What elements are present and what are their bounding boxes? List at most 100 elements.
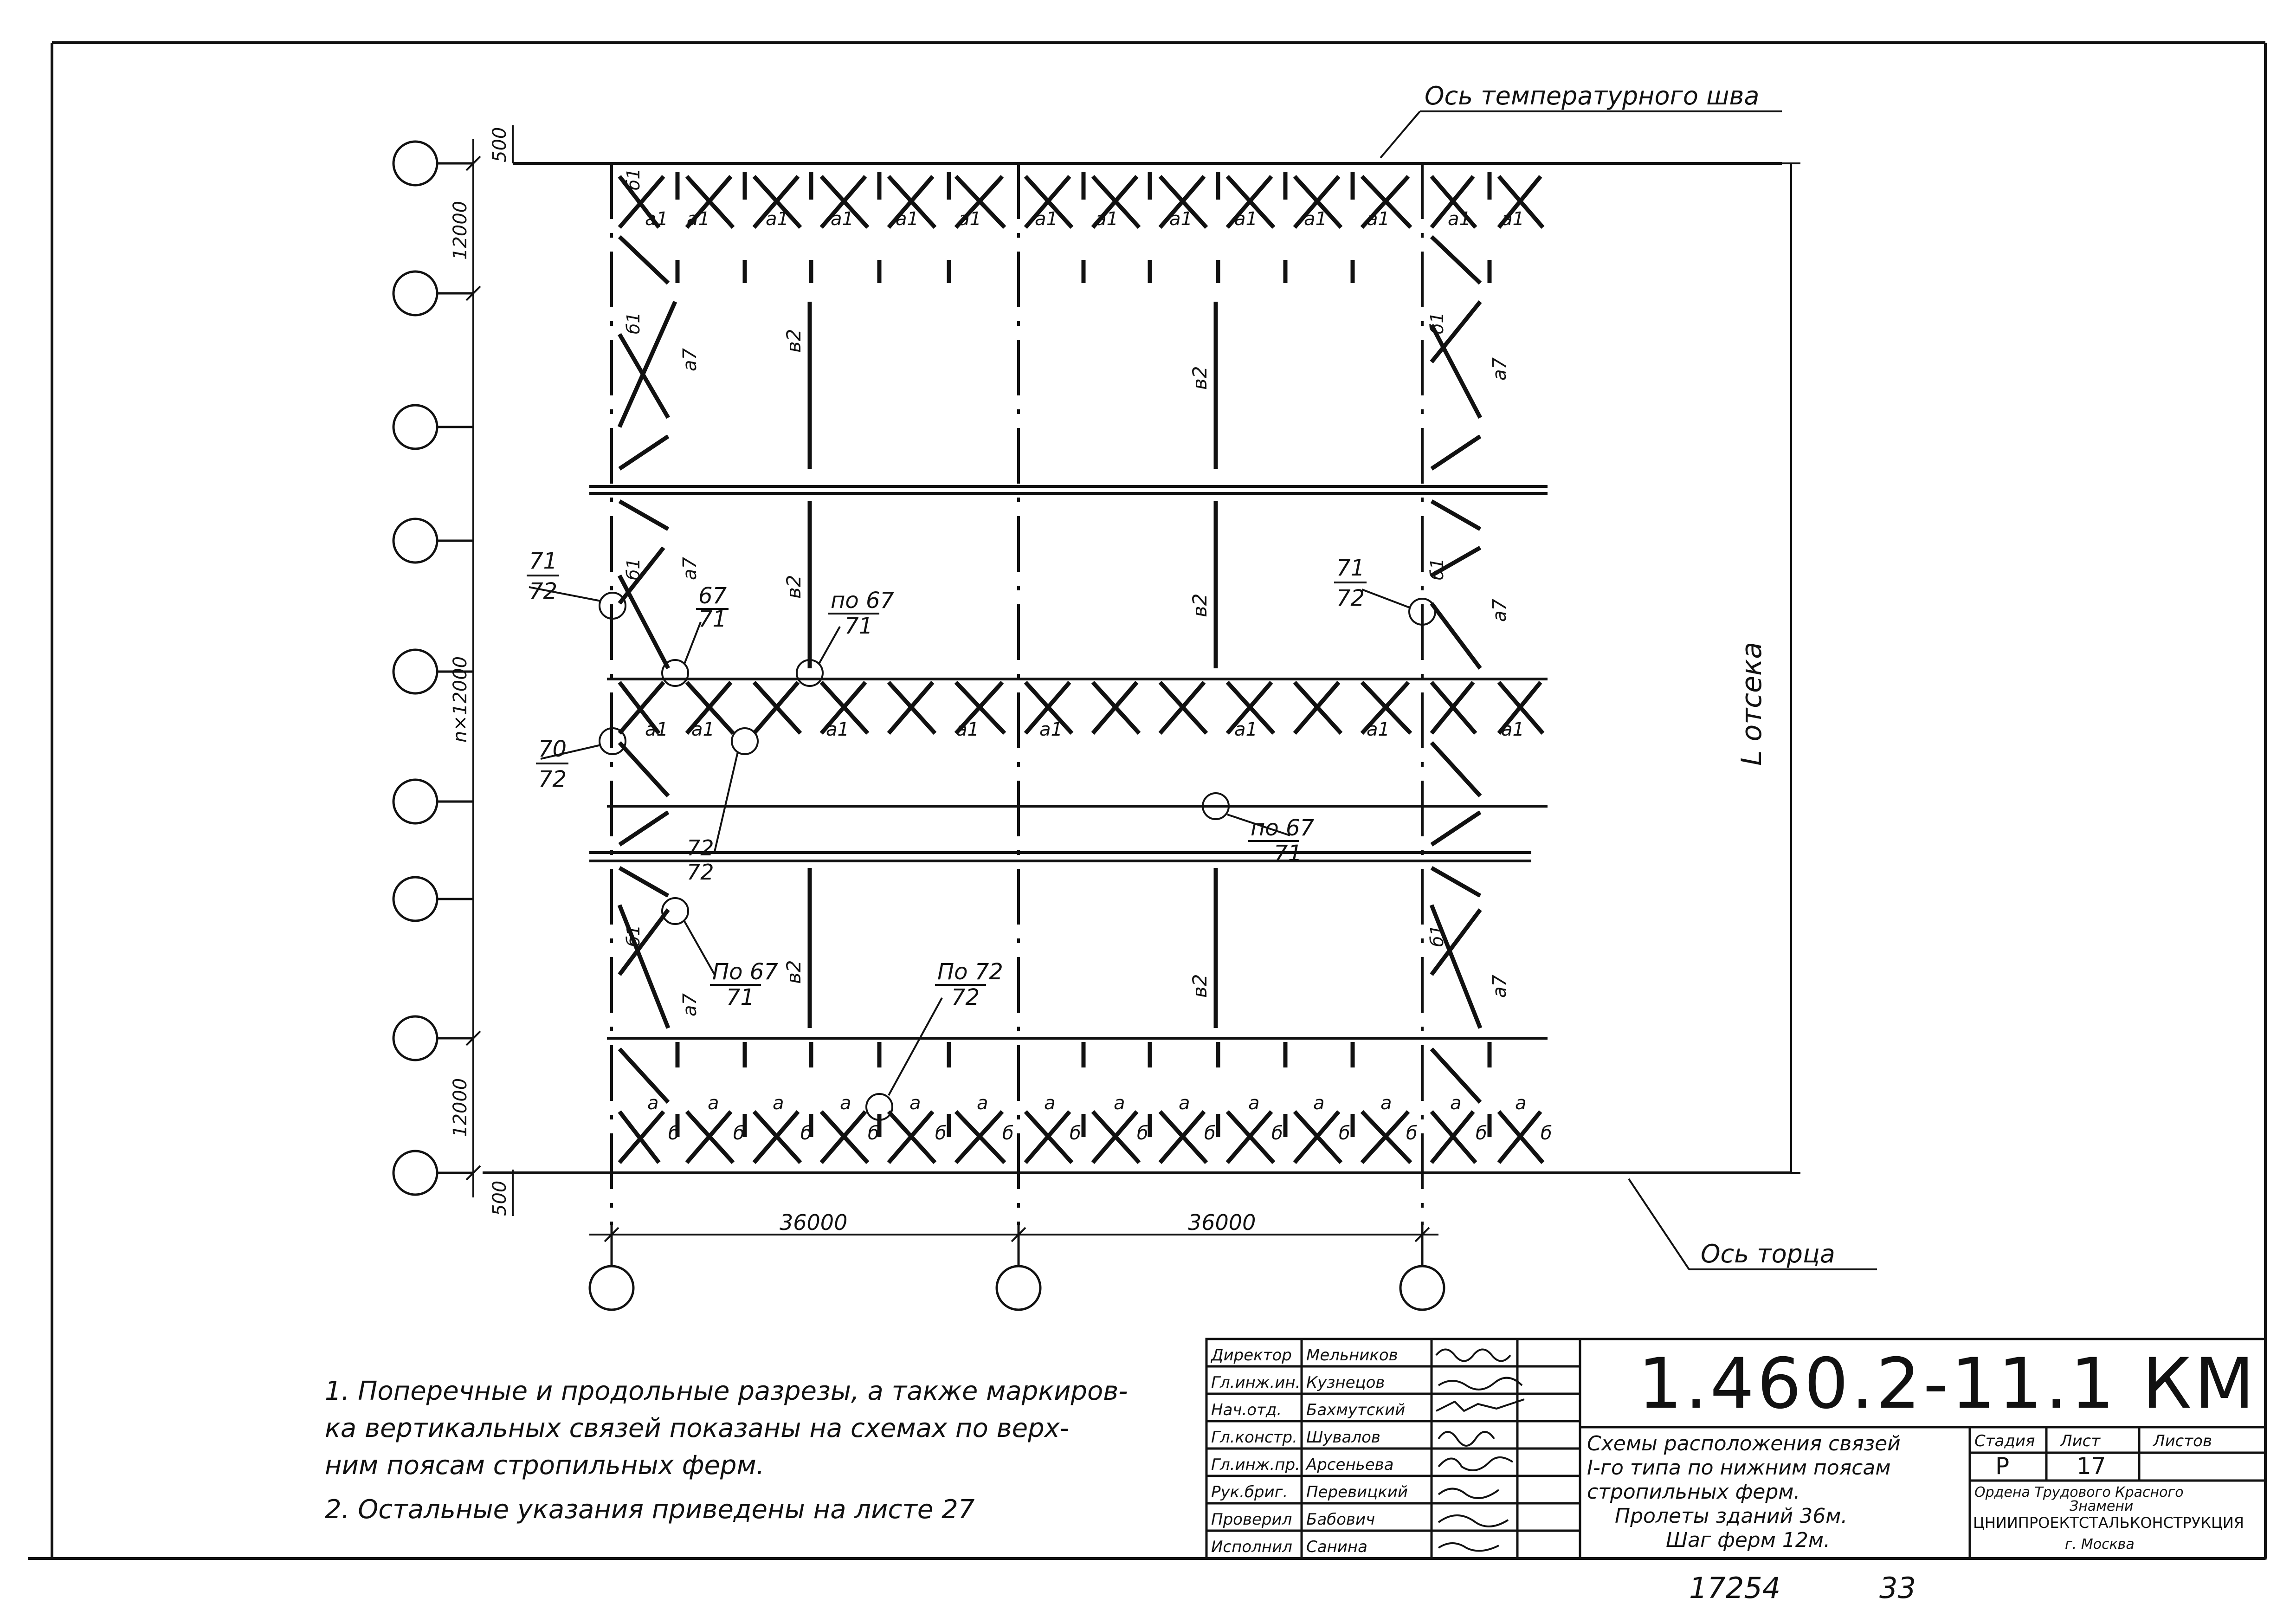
person-name: Кузнецов (1306, 1373, 1385, 1392)
mark-b1: б1 (1427, 312, 1447, 334)
temperature-joint-axis-label: Ось температурного шва (1425, 81, 1759, 110)
bracing-top-band (618, 175, 1545, 285)
org-city: г. Москва (2065, 1536, 2135, 1552)
description-line: стропильных ферм. (1587, 1480, 1800, 1504)
mark-a1: а1 (896, 208, 919, 230)
mark-a7: а7 (679, 556, 701, 580)
mark-a1: а1 (1448, 208, 1471, 230)
svg-text:71: 71 (1336, 555, 1365, 581)
mark-a1: а1 (687, 208, 710, 230)
mark-a7: а7 (1489, 357, 1510, 381)
description-line: Шаг ферм 12м. (1666, 1528, 1831, 1552)
mark-a: а (1114, 1093, 1125, 1114)
mark-a: а (1044, 1093, 1056, 1114)
page-number: 33 (1879, 1571, 1916, 1605)
dim-n12000: n×12000 (450, 656, 471, 743)
svg-text:72: 72 (687, 860, 714, 885)
dim-500-top: 500 (489, 127, 510, 162)
mark-v2: в2 (782, 329, 805, 353)
svg-text:71: 71 (1274, 841, 1302, 867)
mark-a1: а1 (1367, 208, 1390, 230)
mark-a7: а7 (679, 348, 701, 371)
mark-a: а (909, 1093, 921, 1114)
dim-12000-top: 12000 (450, 201, 471, 260)
mark-a1: а1 (956, 719, 979, 740)
svg-text:71: 71 (726, 984, 755, 1010)
mark-b1: б1 (623, 312, 644, 334)
mark-b: б (1002, 1123, 1014, 1144)
column-axis-markers (588, 1225, 1445, 1311)
mark-a1: а1 (1095, 208, 1118, 230)
svg-text:72: 72 (687, 835, 714, 860)
description-line: Схемы расположения связей (1587, 1432, 1901, 1455)
sheet-label: Лист (2060, 1432, 2101, 1450)
mark-v2: в2 (1188, 594, 1211, 617)
signatures (1435, 1348, 1525, 1552)
role: Гл.констр. (1211, 1428, 1297, 1447)
mark-a1: а1 (831, 208, 854, 230)
person-name: Арсеньева (1306, 1455, 1394, 1474)
mark-b1: б1 (623, 925, 644, 947)
role: Гл.инж.ин. (1211, 1373, 1301, 1392)
callout-circles (529, 586, 1436, 1121)
mark-a1: а1 (645, 208, 668, 230)
note-1-line-1: 1. Поперечные и продольные разрезы, а та… (325, 1376, 1128, 1406)
role: Исполнил (1211, 1538, 1292, 1556)
mark-a: а (1248, 1093, 1260, 1114)
svg-text:70: 70 (538, 736, 567, 762)
mark-a1: а1 (1501, 208, 1524, 230)
mark-a1: а1 (1304, 208, 1327, 230)
mark-b1: б1 (1427, 558, 1447, 580)
mark-b: б (1541, 1123, 1552, 1144)
role: Директор (1211, 1346, 1292, 1365)
column-lines (610, 163, 1424, 1225)
mark-b: б (1271, 1123, 1283, 1144)
stage-label: Стадия (1974, 1432, 2035, 1450)
mark-b: б (868, 1123, 879, 1144)
mark-b1: б1 (623, 558, 644, 580)
dim-36000-left: 36000 (780, 1210, 847, 1235)
mark-v2: в2 (782, 960, 805, 984)
mark-a1: а1 (766, 208, 789, 230)
svg-text:71: 71 (529, 548, 557, 574)
mark-a: а (1313, 1093, 1325, 1114)
mark-a1: а1 (1501, 719, 1524, 740)
mark-b: б (1476, 1123, 1487, 1144)
person-name: Бабович (1306, 1510, 1375, 1529)
mark-a: а (977, 1093, 988, 1114)
mark-v2: в2 (1188, 366, 1211, 390)
role: Нач.отд. (1211, 1401, 1282, 1419)
mark-a: а (1515, 1093, 1527, 1114)
mark-a7: а7 (1489, 598, 1510, 622)
mark-a1: а1 (1234, 208, 1258, 230)
mark-b1: б1 (623, 168, 644, 190)
svg-text:72: 72 (1336, 585, 1365, 611)
org-line-1: Ордена Трудового Красного (1974, 1484, 2184, 1501)
description-line: I-го типа по нижним поясам (1587, 1456, 1891, 1480)
mark-b1: б1 (1427, 925, 1447, 947)
document-code: 1.460.2-11.1 КМ (1638, 1344, 2257, 1424)
mark-a1: а1 (1035, 208, 1058, 230)
svg-text:67: 67 (698, 583, 727, 609)
role: Рук.бриг. (1211, 1483, 1288, 1501)
person-name: Мельников (1306, 1346, 1398, 1365)
mark-a: а (647, 1093, 659, 1114)
dim-36000-right: 36000 (1188, 1210, 1256, 1235)
mark-a: а (1450, 1093, 1462, 1114)
mark-a: а (1179, 1093, 1190, 1114)
stage-value: Р (1995, 1453, 2010, 1480)
svg-text:72: 72 (951, 984, 980, 1010)
person-name: Санина (1306, 1538, 1367, 1556)
person-name: Перевицкий (1306, 1483, 1408, 1501)
description-line: Пролеты зданий 36м. (1615, 1504, 1848, 1528)
svg-text:по 67: по 67 (831, 588, 895, 614)
row-axis-markers (392, 140, 472, 1196)
svg-text:72: 72 (529, 578, 557, 604)
mark-a1: а1 (691, 719, 715, 740)
bracing-middle-band (618, 546, 1545, 798)
mark-b: б (1070, 1123, 1081, 1144)
sheet-value: 17 (2077, 1453, 2106, 1480)
mark-a: а (840, 1093, 851, 1114)
mark-v2: в2 (1188, 974, 1211, 998)
